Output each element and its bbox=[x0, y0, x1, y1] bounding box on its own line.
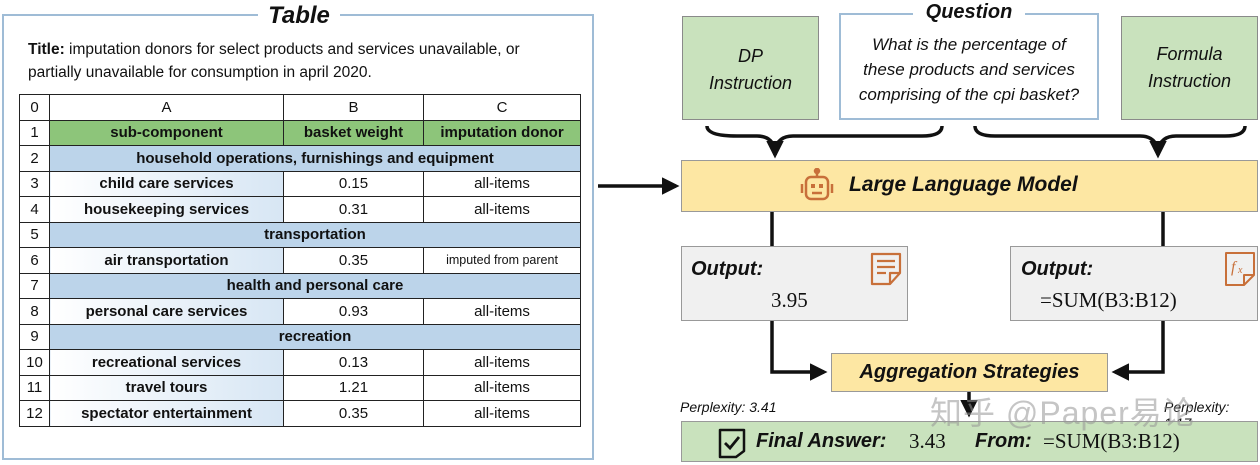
column-index-a: A bbox=[49, 94, 284, 121]
question-line3: comprising of the cpi basket? bbox=[858, 85, 1080, 104]
basket-weight-cell: 0.35 bbox=[283, 247, 424, 274]
output-formula-box bbox=[1010, 246, 1258, 321]
row-index: 4 bbox=[19, 196, 50, 223]
data-table: 0 A B C 1 sub-component basket weight im… bbox=[19, 94, 581, 427]
header-cell-imputation-donor: imputation donor bbox=[423, 119, 581, 146]
caption-label: Title: bbox=[28, 41, 65, 58]
basket-weight-cell: 0.13 bbox=[283, 349, 424, 376]
header-cell-sub-component: sub-component bbox=[49, 119, 284, 146]
dp-instruction-line1: DP bbox=[737, 46, 763, 66]
imputation-donor-cell: imputed from parent bbox=[423, 247, 581, 274]
watermark: 知乎 @Paper易论 bbox=[930, 395, 1196, 431]
column-index-b: B bbox=[283, 94, 424, 121]
sub-component-cell: recreational services bbox=[49, 349, 284, 376]
row-index: 7 bbox=[19, 272, 50, 299]
sub-component-cell: spectator entertainment bbox=[49, 400, 284, 427]
left-brace bbox=[705, 125, 944, 151]
llm-box bbox=[681, 160, 1258, 212]
column-index-row: 0 A B C bbox=[19, 94, 581, 121]
sub-component-cell: travel tours bbox=[49, 374, 284, 401]
output-dp-box bbox=[681, 246, 908, 321]
aggregation-box bbox=[831, 353, 1108, 392]
formula-instruction-line2: Instruction bbox=[1147, 71, 1232, 91]
row-index: 8 bbox=[19, 298, 50, 325]
table-heading: Table bbox=[268, 2, 330, 29]
header-row: 1 sub-component basket weight imputation… bbox=[19, 119, 581, 146]
llm-label: Large Language Model bbox=[849, 173, 1078, 196]
final-answer-box bbox=[681, 421, 1258, 462]
question-line2: these products and services bbox=[863, 60, 1075, 79]
final-answer-label: Final Answer: bbox=[756, 430, 887, 452]
final-from-value: =SUM(B3:B12) bbox=[1043, 429, 1180, 453]
svg-text:f: f bbox=[1231, 259, 1238, 276]
question-heading-background bbox=[913, 2, 1025, 26]
row-index: 11 bbox=[19, 374, 50, 401]
check-icon bbox=[718, 428, 746, 459]
question-line1: What is the percentage of bbox=[872, 35, 1066, 54]
question-heading: Question bbox=[925, 1, 1013, 23]
imputation-donor-cell: all-items bbox=[423, 400, 581, 427]
fx-icon: f x bbox=[1225, 252, 1255, 286]
imputation-donor-cell: all-items bbox=[423, 196, 581, 223]
dp-instruction-box: DP Instruction bbox=[682, 16, 819, 120]
output-formula-to-aggregation bbox=[1111, 321, 1165, 381]
output-formula-label: Output: bbox=[1021, 258, 1094, 280]
row-index: 9 bbox=[19, 323, 50, 350]
final-from-label: From: bbox=[975, 430, 1032, 452]
table-heading-background bbox=[258, 2, 340, 28]
question-text: What is the percentage of these products… bbox=[841, 32, 1097, 107]
table-caption: Title: imputation donors for select prod… bbox=[28, 38, 573, 84]
row-index: 3 bbox=[19, 170, 50, 197]
section-label-cell: transportation bbox=[49, 221, 581, 248]
formula-instruction-line1: Formula bbox=[1156, 44, 1223, 64]
row-index: 5 bbox=[19, 221, 50, 248]
output-formula-value: =SUM(B3:B12) bbox=[1040, 288, 1177, 312]
document-icon bbox=[870, 252, 902, 286]
sub-component-cell: child care services bbox=[49, 170, 284, 197]
formula-instruction-box: Formula Instruction bbox=[1121, 16, 1258, 120]
perplexity-left: Perplexity: 3.41 bbox=[680, 399, 777, 415]
header-cell-basket-weight: basket weight bbox=[283, 119, 424, 146]
output-dp-to-aggregation bbox=[770, 321, 828, 381]
dp-instruction-line2: Instruction bbox=[708, 73, 793, 93]
basket-weight-cell: 1.21 bbox=[283, 374, 424, 401]
sub-component-cell: housekeeping services bbox=[49, 196, 284, 223]
section-label-cell: recreation bbox=[49, 323, 581, 350]
row-index: 12 bbox=[19, 400, 50, 427]
output-dp-value: 3.95 bbox=[771, 288, 808, 312]
final-answer-value: 3.43 bbox=[909, 429, 946, 453]
column-index-0: 0 bbox=[19, 94, 50, 121]
aggregation-label: Aggregation Strategies bbox=[859, 361, 1080, 383]
caption-text: imputation donors for select products an… bbox=[28, 41, 520, 81]
right-brace bbox=[973, 125, 1247, 151]
imputation-donor-cell: all-items bbox=[423, 349, 581, 376]
basket-weight-cell: 0.35 bbox=[283, 400, 424, 427]
output-dp-label: Output: bbox=[691, 258, 764, 280]
robot-icon bbox=[800, 168, 834, 201]
sub-component-cell: personal care services bbox=[49, 298, 284, 325]
svg-text:x: x bbox=[1237, 265, 1243, 276]
section-label-cell: household operations, furnishings and eq… bbox=[49, 145, 581, 172]
